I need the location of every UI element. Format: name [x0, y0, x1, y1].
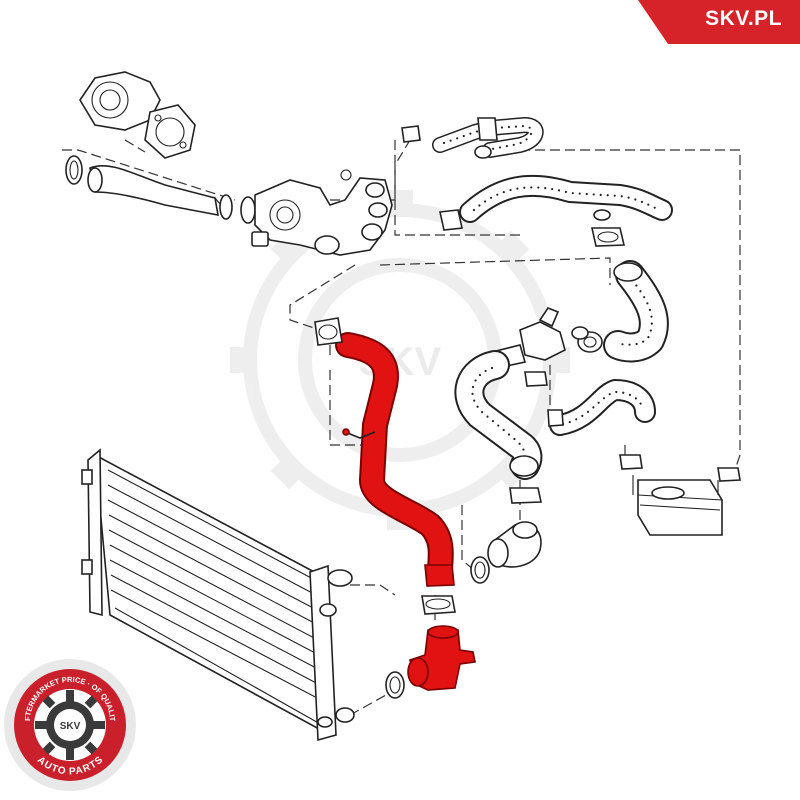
- hose-clamp-lower: [421, 595, 456, 615]
- small-hoses-top: [401, 117, 544, 159]
- o-ring-flange: [385, 671, 405, 699]
- hose-clamp-mid-lower: [509, 487, 542, 504]
- water-pump: [79, 71, 196, 159]
- oil-cooler: [619, 454, 741, 536]
- coolant-pipe-upper: [87, 164, 226, 217]
- radiator-fins: [107, 484, 322, 701]
- hose-clamp-upper: [314, 317, 343, 346]
- seal-center-text: SKV: [60, 721, 81, 732]
- svg-text:AFTERMARKET PRICE · OF QUALITY: AFTERMARKET PRICE · OF QUALITY: [0, 0, 117, 722]
- oil-cooler-hose: [547, 379, 656, 436]
- brand-site-label: SKV.PL: [705, 7, 782, 30]
- o-ring-elbow: [470, 556, 490, 584]
- coolant-flange: [407, 625, 476, 691]
- radiator-coolant-hose: [335, 332, 455, 587]
- o-ring-pipe: [219, 194, 233, 220]
- o-ring-pump: [65, 155, 83, 185]
- coolant-hose-middle: [454, 350, 543, 480]
- heater-hose-long: [439, 174, 673, 231]
- hose-clamp-center: [524, 371, 548, 387]
- seal-ring-text: AFTERMARKET PRICE · OF QUALITY: [0, 0, 117, 722]
- hose-clamp-right: [591, 227, 626, 247]
- coolant-hose-right: [603, 260, 669, 363]
- brand-corner-banner: [638, 0, 800, 44]
- thermostat-housing: [251, 169, 393, 256]
- elbow-hose: [487, 521, 542, 568]
- radiator: [81, 448, 355, 742]
